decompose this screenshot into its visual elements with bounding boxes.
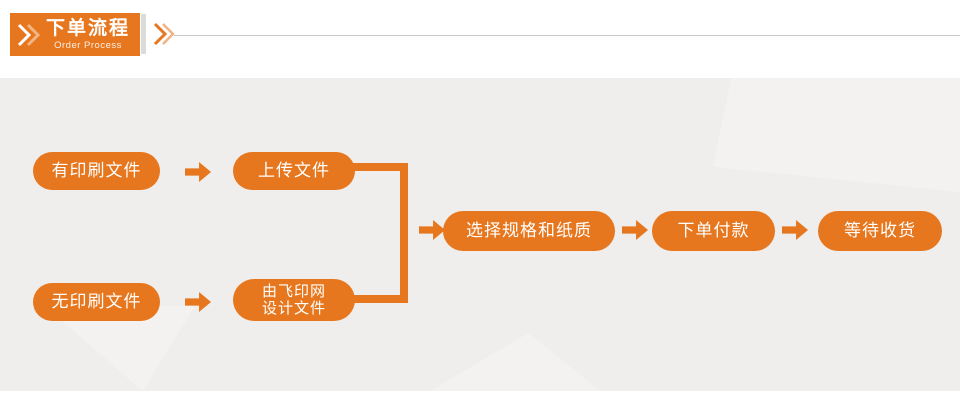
background-triangle-decoration [430, 333, 600, 391]
step-label: 下单付款 [677, 221, 750, 241]
right-arrow-icon [782, 220, 808, 240]
step-label: 等待收货 [844, 221, 916, 241]
step-label-line2: 设计文件 [261, 300, 326, 317]
step-pill-wait-for-delivery: 等待收货 [818, 211, 942, 251]
right-arrow-icon [622, 220, 648, 240]
right-arrow-icon [185, 162, 211, 182]
section-title-stack: 下单流程 Order Process [42, 19, 140, 51]
right-arrow-icon [419, 220, 445, 240]
step-label: 上传文件 [258, 161, 330, 181]
step-pill-has-print-file: 有印刷文件 [33, 152, 160, 190]
flow-panel: 有印刷文件 上传文件 无印刷文件 由飞印网 设计文件 选择规格和纸质 下单付款 [0, 78, 960, 391]
step-label: 选择规格和纸质 [466, 221, 592, 241]
merge-connector-vertical [400, 163, 408, 303]
step-label: 无印刷文件 [51, 292, 142, 312]
section-title: 下单流程 [45, 17, 130, 39]
inline-double-chevron-right-icon [153, 22, 175, 46]
section-title-box: 下单流程 Order Process [10, 13, 140, 56]
header-rule-line [174, 35, 960, 36]
step-pill-order-and-pay: 下单付款 [652, 211, 775, 251]
step-label-line1: 由飞印网 [261, 282, 326, 300]
step-label: 有印刷文件 [51, 161, 142, 181]
title-divider-bar [141, 14, 146, 54]
step-pill-no-print-file: 无印刷文件 [33, 283, 160, 321]
step-pill-designed-by-feiyin: 由飞印网 设计文件 [233, 279, 355, 321]
section-subtitle: Order Process [54, 39, 122, 51]
step-pill-choose-specs-paper: 选择规格和纸质 [443, 211, 615, 251]
double-chevron-right-icon [17, 23, 41, 46]
background-triangle-decoration [713, 78, 960, 192]
merge-connector-bottom [350, 295, 408, 303]
step-pill-upload-file: 上传文件 [233, 152, 355, 190]
merge-connector-top [350, 163, 408, 171]
